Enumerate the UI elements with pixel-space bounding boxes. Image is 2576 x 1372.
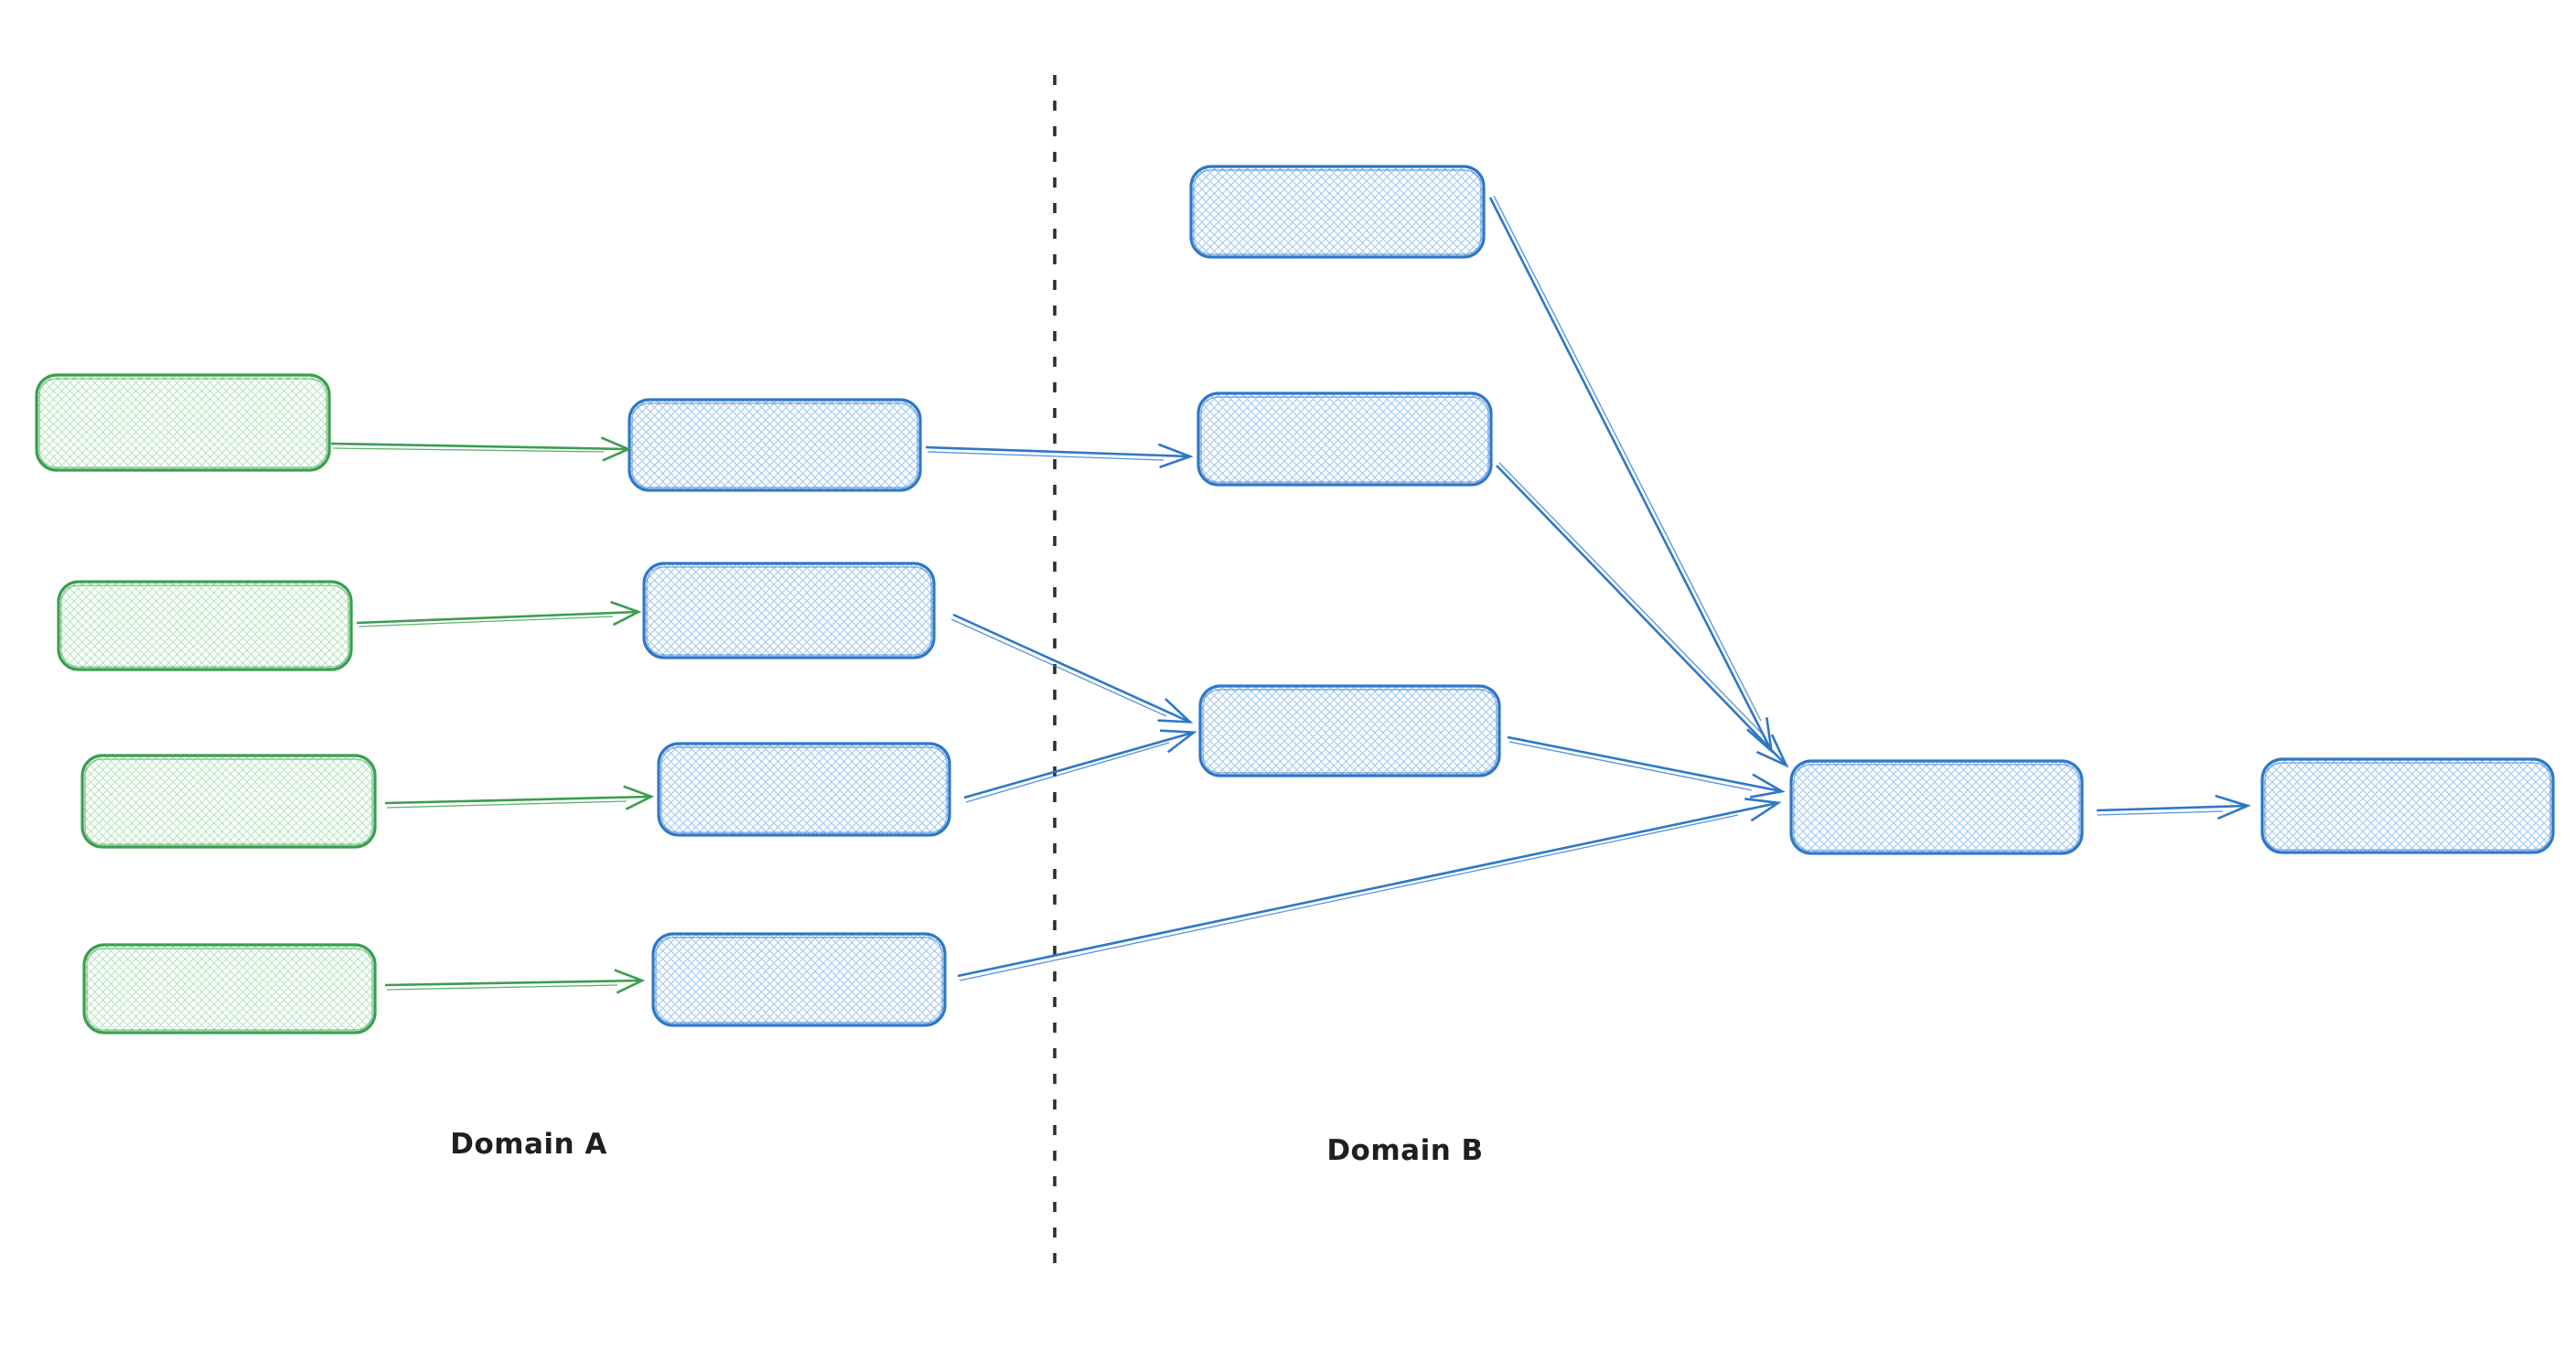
node-a-stage-4-box: [651, 932, 947, 1027]
edge-a-source-3-to-a-stage-3-line: [384, 785, 655, 810]
node-a-stage-1-sketch-stroke: [631, 402, 918, 488]
edge-a-stage-1-to-b-input-2-sketch: [927, 451, 1165, 461]
node-a-source-2-box: [57, 580, 353, 671]
edge-a-stage-4-to-b-hub-sketch: [959, 814, 1739, 981]
edge-a-source-3-to-a-stage-3-sketch: [386, 800, 628, 809]
node-b-hub-sketch-stroke: [1793, 764, 2080, 852]
edge-a-stage-3-to-b-input-3: [963, 729, 1197, 803]
edge-a-source-4-to-a-stage-4-line: [384, 969, 646, 994]
edge-b-input-2-to-b-hub-sketch: [1498, 462, 1766, 738]
node-a-source-3-box: [80, 754, 377, 849]
edge-a-stage-3-to-b-input-3-line: [963, 729, 1197, 799]
node-b-hub-box: [1789, 759, 2084, 855]
node-a-stage-2-box: [642, 562, 936, 659]
node-a-source-1-sketch-stroke: [38, 378, 327, 468]
node-a-source-4: [82, 943, 377, 1034]
edge-a-stage-3-to-b-input-3-sketch: [965, 742, 1170, 803]
edge-a-stage-4-to-b-hub-line: [957, 797, 1782, 978]
node-a-stage-1-box: [628, 398, 922, 492]
edge-a-source-1-to-a-stage-1: [330, 436, 632, 462]
edge-a-stage-2-to-b-input-3-line: [952, 613, 1194, 724]
node-a-source-2: [57, 580, 353, 671]
edge-b-input-2-to-b-hub-line: [1496, 465, 1789, 768]
edge-b-input-1-to-b-hub-line: [1488, 197, 1774, 755]
edge-a-source-4-to-a-stage-4-sketch: [386, 984, 618, 991]
node-b-input-1-box: [1189, 165, 1486, 259]
edge-a-stage-2-to-b-input-3: [950, 613, 1194, 724]
edge-b-input-2-to-b-hub: [1496, 462, 1789, 768]
node-b-output-sketch-stroke: [2264, 762, 2551, 851]
edge-b-hub-to-b-output-line: [2096, 794, 2251, 820]
node-b-output-box: [2260, 757, 2555, 854]
edge-b-input-1-to-b-hub-sketch: [1493, 195, 1762, 722]
edge-a-stage-1-to-b-input-2-line: [925, 443, 1194, 469]
node-a-source-1: [35, 373, 331, 472]
edge-b-input-1-to-b-hub: [1488, 195, 1774, 755]
node-a-stage-2: [642, 562, 936, 659]
node-a-stage-4: [651, 932, 947, 1027]
node-a-stage-4-sketch-stroke: [655, 937, 943, 1024]
node-b-input-1-sketch-stroke: [1193, 169, 1482, 255]
domain-a-label: Domain A: [450, 1128, 607, 1161]
node-a-stage-3-sketch-stroke: [660, 746, 948, 833]
edge-a-stage-1-to-b-input-2: [925, 443, 1194, 469]
node-b-hub: [1789, 759, 2084, 855]
edge-a-source-2-to-a-stage-2-sketch: [358, 616, 614, 627]
node-a-source-3-sketch-stroke: [84, 758, 373, 845]
node-b-input-3-box: [1198, 684, 1501, 777]
node-a-stage-2-sketch-stroke: [646, 566, 932, 656]
edge-a-source-2-to-a-stage-2: [356, 600, 642, 627]
edge-a-source-3-to-a-stage-3: [384, 785, 655, 810]
edge-b-input-3-to-b-hub-sketch: [1508, 741, 1753, 791]
edge-b-input-3-to-b-hub-line: [1507, 735, 1786, 799]
node-a-stage-3-box: [657, 742, 951, 837]
edge-a-source-4-to-a-stage-4: [384, 969, 646, 994]
edge-a-source-2-to-a-stage-2-line: [356, 600, 642, 627]
node-b-input-1: [1189, 165, 1486, 259]
node-a-stage-3: [657, 742, 951, 837]
node-b-input-2-sketch-stroke: [1200, 396, 1489, 483]
edge-a-stage-4-to-b-hub: [957, 797, 1782, 981]
edge-a-source-1-to-a-stage-1-line: [330, 436, 632, 462]
edge-b-hub-to-b-output-sketch: [2097, 810, 2224, 816]
edge-a-stage-2-to-b-input-3-sketch: [950, 618, 1167, 717]
node-b-input-2-box: [1197, 391, 1493, 487]
edge-b-hub-to-b-output: [2096, 794, 2251, 820]
node-a-source-1-box: [35, 373, 331, 472]
node-b-output: [2260, 757, 2555, 854]
node-b-input-3-sketch-stroke: [1202, 689, 1497, 774]
node-a-source-3: [80, 754, 377, 849]
node-a-source-4-sketch-stroke: [86, 948, 373, 1031]
node-b-input-3: [1198, 684, 1501, 777]
edge-a-source-1-to-a-stage-1-sketch: [332, 447, 605, 453]
edge-b-input-3-to-b-hub: [1507, 735, 1786, 799]
node-a-stage-1: [628, 398, 922, 492]
node-b-input-2: [1197, 391, 1493, 487]
domain-b-label: Domain B: [1326, 1134, 1483, 1167]
node-a-source-4-box: [82, 943, 377, 1034]
node-a-source-2-sketch-stroke: [60, 584, 349, 668]
